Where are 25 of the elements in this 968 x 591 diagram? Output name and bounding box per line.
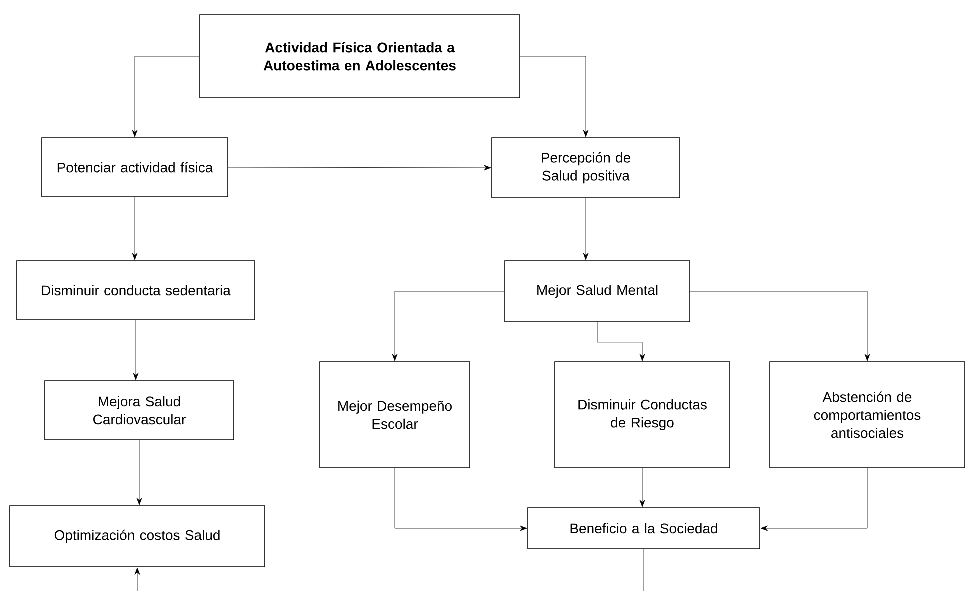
arrow <box>228 165 492 171</box>
process-box: Potenciar actividad física <box>42 138 228 198</box>
arrow <box>640 468 646 508</box>
process-box: Disminuir conducta sedentaria <box>16 260 256 320</box>
process-box: Beneficio a la Sociedad <box>528 508 760 550</box>
arrow <box>136 440 142 506</box>
arrow <box>520 56 589 138</box>
process-box: Disminuir Conductas de Riesgo <box>554 362 730 468</box>
process-box: Mejora Salud Cardiovascular <box>44 380 234 440</box>
process-box: Mejor Salud Mental <box>504 260 690 322</box>
arrow <box>690 291 870 362</box>
process-box: Abstención de comportamientos antisociales <box>770 362 966 468</box>
arrow <box>583 198 589 260</box>
arrow <box>392 291 505 362</box>
process-box: Optimización costos Salud <box>10 506 266 568</box>
arrow <box>597 322 646 362</box>
process-box: Percepción de Salud positiva <box>492 138 680 198</box>
arrow <box>394 468 528 532</box>
arrow <box>133 320 139 380</box>
arrow <box>132 197 138 260</box>
process-box: Mejor Desempeño Escolar <box>320 362 470 468</box>
process-box: Actividad Física Orientada a Autoestima en Adolescentes <box>200 14 520 98</box>
arrow <box>132 56 200 138</box>
arrow <box>134 568 140 591</box>
arrow <box>760 468 868 532</box>
